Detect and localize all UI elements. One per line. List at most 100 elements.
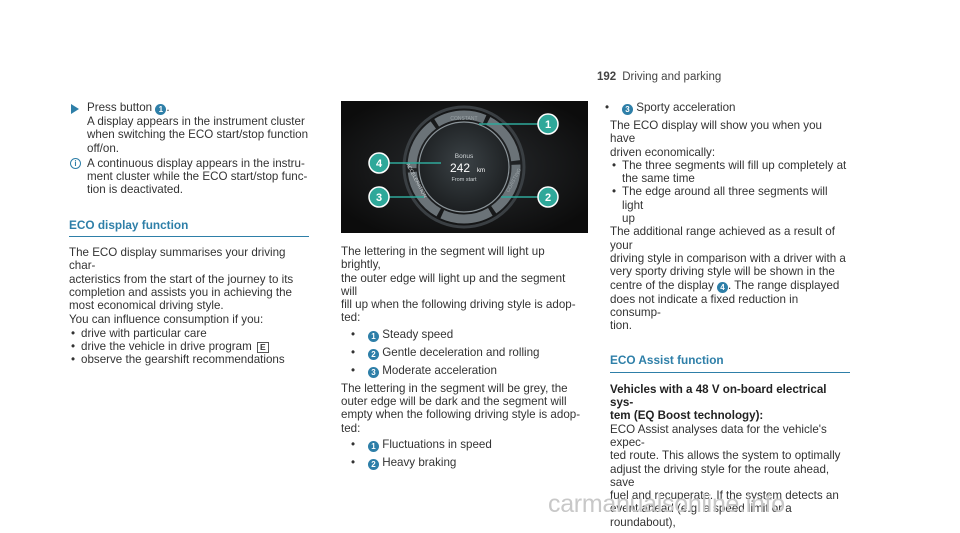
list-item-text: Steady speed bbox=[382, 327, 454, 341]
segment-ring bbox=[407, 110, 521, 224]
list-item: 2 Heavy braking bbox=[341, 456, 581, 470]
callout-number: 2 bbox=[368, 458, 379, 470]
step-line: off/on. bbox=[87, 141, 120, 155]
callout-2: 2 bbox=[537, 186, 559, 208]
list-item-text: Moderate acceleration bbox=[382, 363, 497, 377]
economical-list: The three segments will fill up complete… bbox=[610, 159, 850, 225]
info-line: ment cluster while the ECO start/stop fu… bbox=[87, 170, 308, 184]
consumption-list: drive with particular care drive the veh… bbox=[69, 327, 309, 367]
para-line: the outer edge will light up and the seg… bbox=[341, 271, 566, 298]
callout-number: 2 bbox=[368, 348, 379, 360]
list-item-line: The three segments will fill up complete… bbox=[622, 158, 847, 172]
callout-1-label: 1 bbox=[545, 119, 551, 131]
callout-number: 4 bbox=[716, 281, 728, 293]
info-note: i A continuous display appears in the in… bbox=[69, 157, 309, 197]
list-item-line: up bbox=[622, 212, 635, 226]
step-text: Press button bbox=[87, 101, 156, 114]
callout-3-label: 3 bbox=[376, 192, 382, 204]
eco-display-description: The ECO display summarises your driving … bbox=[69, 246, 309, 326]
info-line: tion is deactivated. bbox=[87, 183, 184, 197]
callout-number: 3 bbox=[368, 366, 379, 378]
para-line: adjust the driving style for the route a… bbox=[610, 462, 830, 489]
bonus-label: Bonus bbox=[455, 153, 474, 160]
column-middle: The lettering in the segment will light … bbox=[341, 245, 581, 470]
column-left: Press button 1. A display appears in the… bbox=[69, 101, 309, 367]
para-line: fill up when the following driving style… bbox=[341, 298, 576, 312]
step-line: A display appears in the instrument clus… bbox=[87, 115, 305, 128]
list-item-text: Sporty acceleration bbox=[636, 101, 736, 114]
para-line: outer edge will be dark and the segment … bbox=[341, 395, 567, 409]
callout-4-label: 4 bbox=[376, 158, 383, 170]
list-item: 3 Sporty acceleration bbox=[595, 101, 850, 115]
para-line: You can influence consumption if you: bbox=[69, 312, 264, 326]
para-line: completion and assists you in achieving … bbox=[69, 285, 292, 299]
para-line: ECO Assist analyses data for the vehicle… bbox=[610, 422, 827, 449]
step-text-end: . bbox=[166, 101, 170, 114]
para-line: empty when the following driving style i… bbox=[341, 408, 581, 422]
callout-3: 3 bbox=[368, 186, 390, 208]
para-text: centre of the display bbox=[610, 278, 717, 292]
economical-description: The ECO display will show you when you h… bbox=[610, 119, 850, 159]
para-line: event ahead (e.g. a speed limit or a rou… bbox=[610, 502, 792, 529]
para-line: The ECO display will show you when you h… bbox=[610, 119, 823, 146]
info-line: A continuous display appears in the inst… bbox=[87, 156, 305, 170]
subheading-48v: Vehicles with a 48 V on-board electrical… bbox=[610, 383, 850, 423]
instruction-step: Press button 1. A display appears in the… bbox=[69, 101, 309, 155]
para-line: does not indicate a fixed reduction in c… bbox=[610, 292, 799, 319]
watermark: carmanualsonline.info bbox=[548, 490, 785, 518]
para-line: ted: bbox=[341, 311, 361, 325]
para-line: The lettering in the segment will be gre… bbox=[341, 381, 568, 395]
eco-display-graphic: CONSTANT ACCELERATION COASTING Bonus 242… bbox=[341, 101, 588, 233]
section-title-eco-assist: ECO Assist function bbox=[610, 354, 850, 373]
bonus-value: 242 bbox=[450, 161, 470, 175]
list-item-text: Gentle deceleration and rolling bbox=[382, 345, 540, 359]
list-item: observe the gearshift recommendations bbox=[69, 353, 309, 367]
list-item-text: drive the vehicle in drive program bbox=[81, 340, 252, 354]
para-line: fuel and recuperate. If the system detec… bbox=[610, 489, 839, 503]
list-item: 2 Gentle deceleration and rolling bbox=[341, 346, 581, 360]
para-line: acteristics from the start of the journe… bbox=[69, 272, 294, 286]
para-line: driven economically: bbox=[610, 145, 716, 159]
callout-number: 3 bbox=[622, 104, 633, 115]
para-line: ted: bbox=[341, 421, 361, 435]
callout-number: 1 bbox=[155, 104, 167, 115]
list-item: drive with particular care bbox=[69, 327, 309, 341]
callout-4: 4 bbox=[368, 152, 390, 174]
drive-program-e-icon: E bbox=[257, 342, 269, 354]
para-line: driving style in comparison with a drive… bbox=[610, 251, 846, 265]
eco-display-figure: CONSTANT ACCELERATION COASTING Bonus 242… bbox=[341, 101, 588, 233]
header-section: Driving and parking bbox=[622, 71, 722, 83]
callout-number: 1 bbox=[368, 330, 379, 342]
segment-label-constant: CONSTANT bbox=[450, 116, 477, 122]
list-item-line: The edge around all three segments will … bbox=[622, 185, 828, 212]
list-item: 1 Fluctuations in speed bbox=[341, 438, 581, 452]
list-item: 3 Moderate acceleration bbox=[341, 364, 581, 378]
grey-description: The lettering in the segment will be gre… bbox=[341, 382, 581, 435]
para-text: . The range displayed bbox=[727, 278, 840, 292]
grey-list: 1 Fluctuations in speed 2 Heavy braking bbox=[341, 438, 581, 470]
callout-1: 1 bbox=[537, 113, 559, 135]
callout-2-label: 2 bbox=[545, 192, 551, 204]
list-item-text: Fluctuations in speed bbox=[382, 437, 492, 451]
sporty-list: 3 Sporty acceleration bbox=[595, 101, 850, 115]
step-line: when switching the ECO start/stop functi… bbox=[87, 128, 309, 142]
callout-number: 1 bbox=[368, 440, 379, 452]
para-line: very sporty driving style will be shown … bbox=[610, 265, 835, 279]
center-dial bbox=[419, 122, 509, 212]
para-line: ted route. This allows the system to opt… bbox=[610, 449, 841, 463]
outer-ring bbox=[402, 105, 526, 229]
list-item: 1 Steady speed bbox=[341, 328, 581, 342]
eco-assist-description: ECO Assist analyses data for the vehicle… bbox=[610, 423, 850, 529]
info-icon: i bbox=[70, 157, 81, 169]
center-edge bbox=[418, 121, 510, 213]
para-line: The additional range achieved as a resul… bbox=[610, 225, 835, 252]
range-description: The additional range achieved as a resul… bbox=[610, 225, 850, 332]
list-item: The edge around all three segments will … bbox=[610, 185, 850, 225]
para-line: The lettering in the segment will light … bbox=[341, 245, 545, 272]
step-arrow-icon bbox=[71, 104, 79, 114]
section-title-eco-display: ECO display function bbox=[69, 218, 309, 238]
list-item: The three segments will fill up complete… bbox=[610, 159, 850, 186]
para-line: most economical driving style. bbox=[69, 299, 224, 313]
list-item: drive the vehicle in drive program E bbox=[69, 340, 309, 354]
